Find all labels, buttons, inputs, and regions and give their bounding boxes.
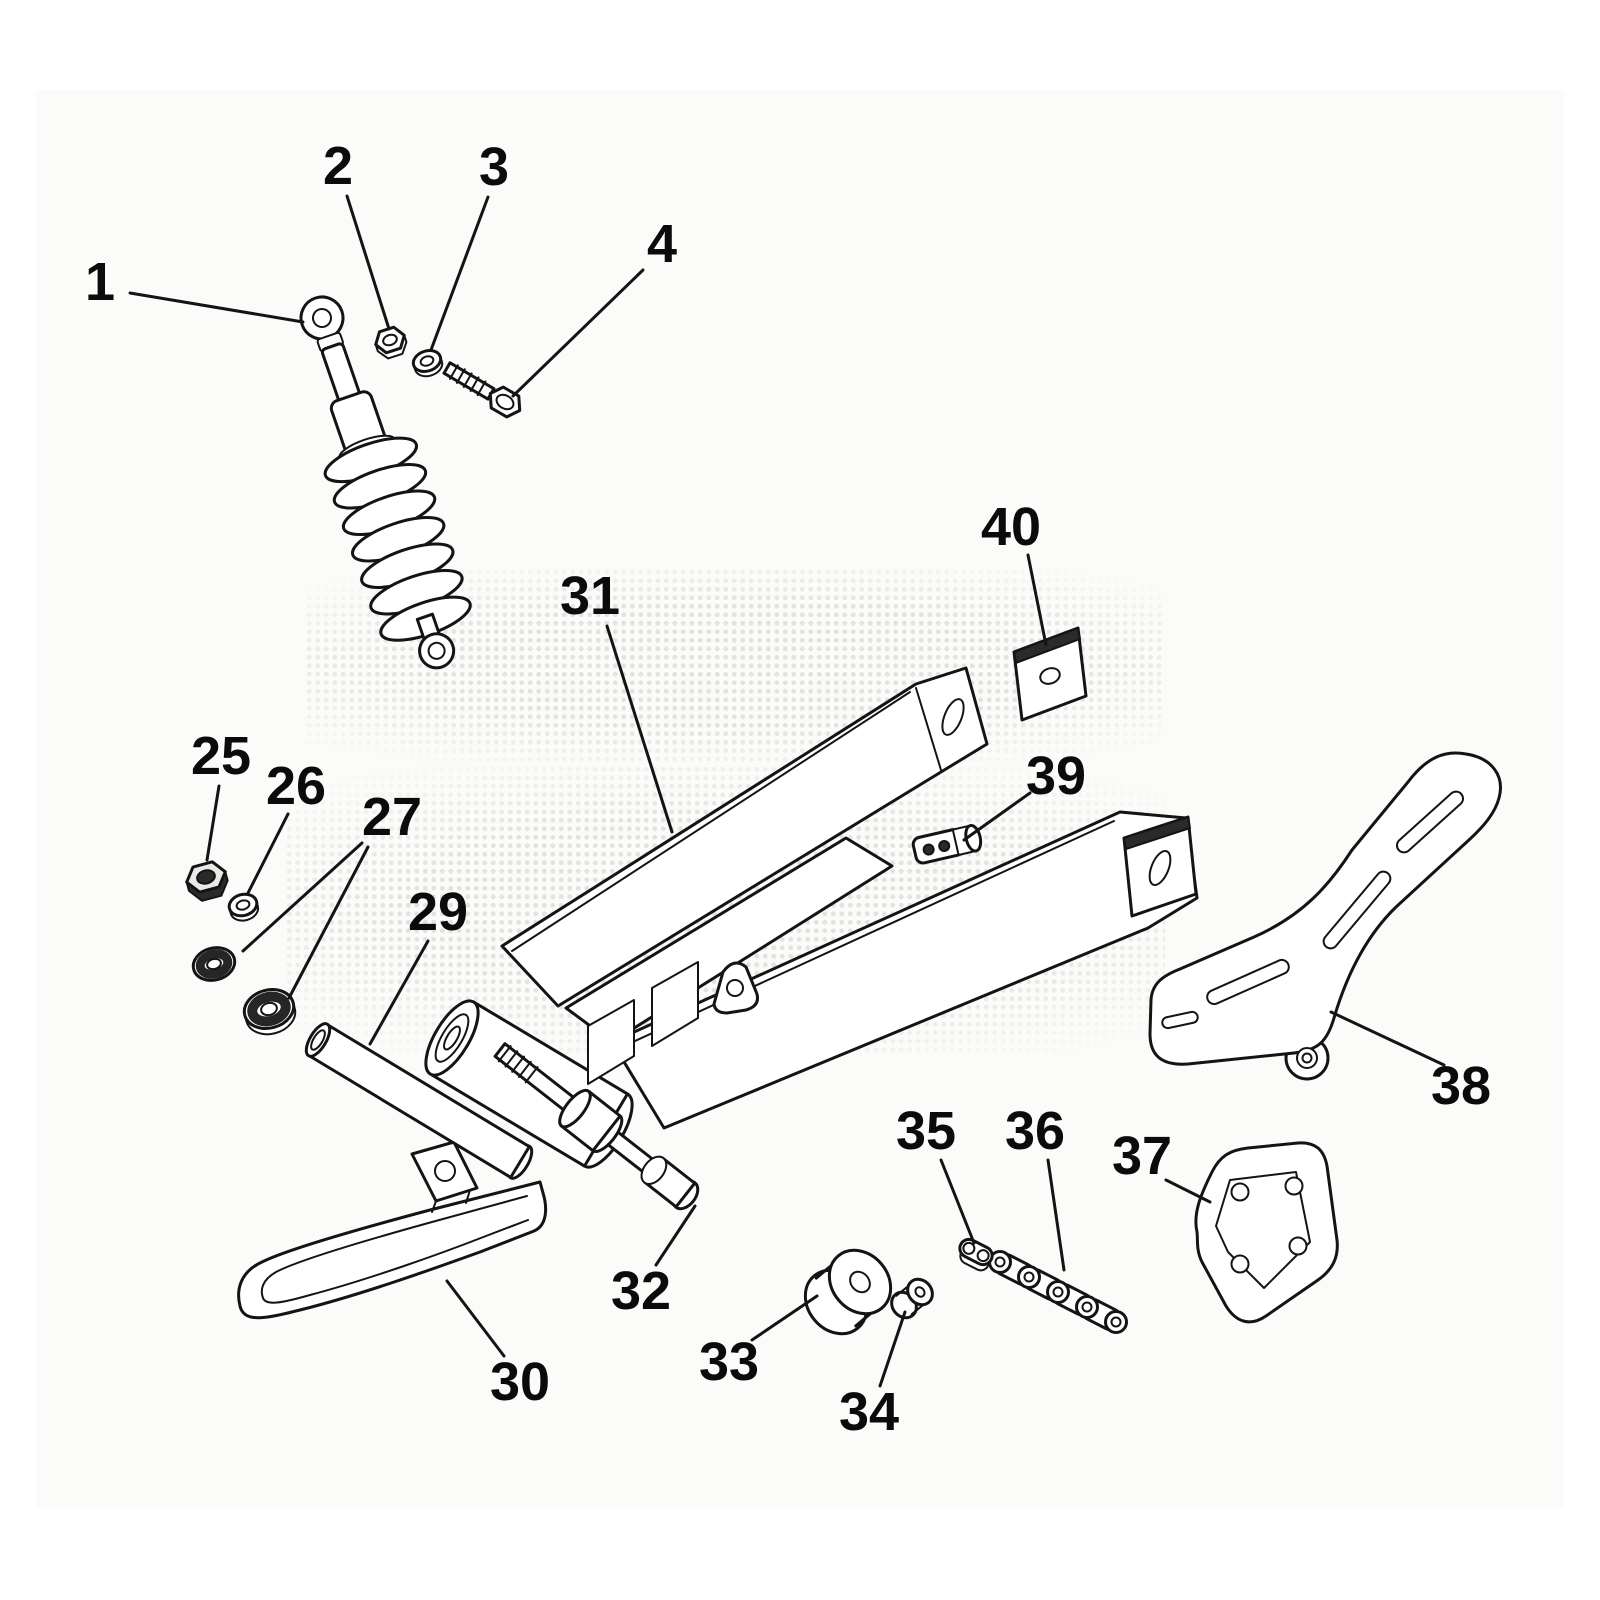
callout-4: 4 xyxy=(646,214,678,274)
part-32-pivot-bolt xyxy=(493,1042,700,1211)
bushing-small xyxy=(191,946,237,982)
callout-37: 37 xyxy=(1111,1126,1173,1186)
part-31-swingarm xyxy=(424,666,1199,1169)
axle-slot-left xyxy=(941,698,965,736)
part-3-washer xyxy=(411,349,444,378)
bolt-threads xyxy=(497,1045,539,1084)
callout-38: 38 xyxy=(1430,1056,1492,1116)
callout-35: 35 xyxy=(895,1101,957,1161)
callout-40: 40 xyxy=(980,497,1042,557)
part-26-washer xyxy=(227,892,260,922)
part-25-nut xyxy=(185,860,229,902)
callout-31: 31 xyxy=(559,566,621,626)
callout-33: 33 xyxy=(698,1332,760,1392)
part-29-sleeve xyxy=(304,1022,534,1180)
callout-39: 39 xyxy=(1025,746,1087,806)
part-27-bushings xyxy=(191,946,297,1036)
part-33-roller xyxy=(803,1248,893,1336)
guard-slot-3 xyxy=(1206,958,1290,1006)
part-37-bracket xyxy=(1194,1141,1339,1324)
callout-25: 25 xyxy=(190,726,252,786)
part-34-spacer xyxy=(890,1277,934,1320)
gusset-left xyxy=(587,999,635,1085)
callout-29: 29 xyxy=(407,882,469,942)
guard-slot-4 xyxy=(1161,1010,1199,1030)
callout-32: 32 xyxy=(610,1261,672,1321)
guard-slot-2 xyxy=(1322,870,1392,950)
part-40-plate xyxy=(1012,626,1088,722)
shock-spring xyxy=(323,436,472,642)
callout-3: 3 xyxy=(478,137,510,197)
guard-slot-1 xyxy=(1395,790,1465,854)
callout-2: 2 xyxy=(322,136,354,196)
part-38-chain-guard xyxy=(1148,751,1502,1081)
part-30-chain-slider xyxy=(237,1140,548,1320)
callout-34: 34 xyxy=(838,1382,900,1442)
callout-26: 26 xyxy=(265,756,327,816)
part-39-guide-clamp xyxy=(911,823,983,865)
part-4-bolt xyxy=(442,361,522,419)
bushing-large xyxy=(242,988,297,1036)
part-36-chain xyxy=(988,1250,1128,1334)
callout-27: 27 xyxy=(361,787,423,847)
bolt-4-threads xyxy=(449,364,487,397)
gusset-right xyxy=(651,961,699,1047)
part-2-nut xyxy=(374,325,408,360)
callout-30: 30 xyxy=(489,1352,551,1412)
part-35-master-link xyxy=(958,1237,994,1272)
axle-slot-right xyxy=(1148,850,1172,886)
callout-36: 36 xyxy=(1004,1101,1066,1161)
callout-1: 1 xyxy=(84,252,116,312)
part-1-shock-absorber xyxy=(299,295,472,670)
